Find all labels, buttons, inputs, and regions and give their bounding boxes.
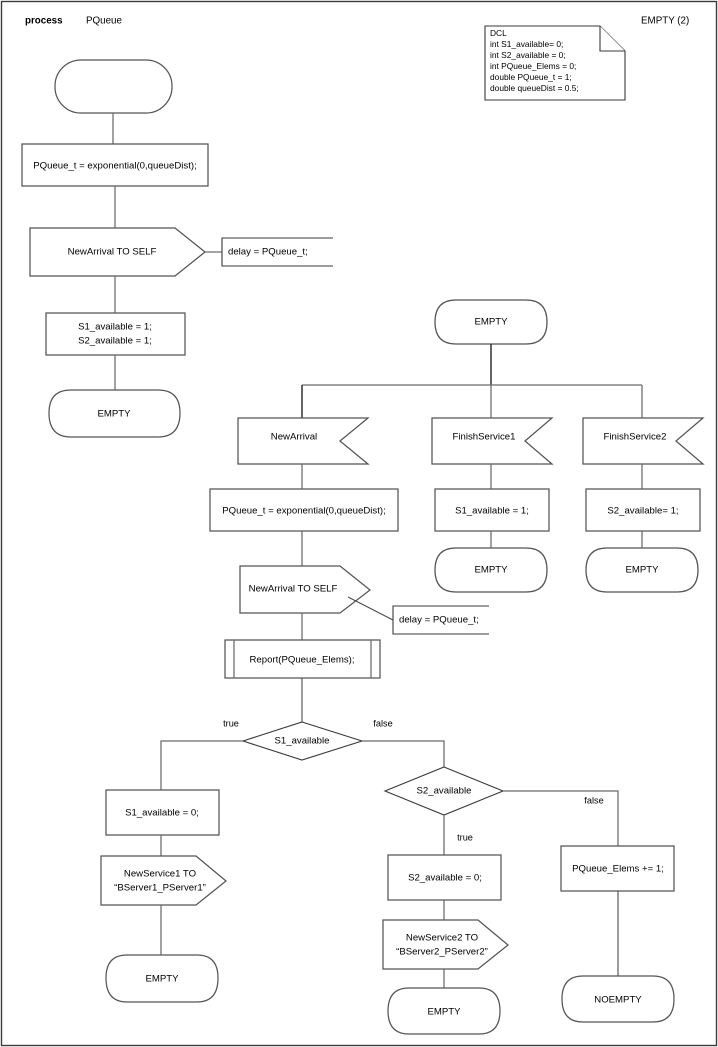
nextstate-empty-s2true-label: EMPTY (427, 1007, 461, 1018)
nextstate-empty-s1true: EMPTY (105, 954, 219, 1003)
procedure-call-report: Report(PQueue_Elems); (224, 639, 381, 679)
delay-comment-label-mid: delay = PQueue_t; (399, 615, 479, 626)
decision-s1-true-label: true (223, 718, 239, 728)
declaration-note: DCL int S1_available= 0; int S2_availabl… (484, 25, 626, 101)
nextstate-empty-finish1: EMPTY (434, 547, 548, 593)
decision-s1-available: S1_available (241, 721, 364, 761)
connector-s1-true-path (160, 740, 243, 790)
task-s2-available-one: S2_available= 1; (585, 488, 701, 532)
task-s1-available-one: S1_available = 1; (434, 488, 550, 532)
connector-s2-false-path (503, 790, 619, 846)
task-s2-available-zero: S2_available = 0; (387, 854, 502, 901)
output-newservice1-line1: NewService1 TO (124, 869, 196, 880)
task-s2-available-zero-label: S2_available = 0; (408, 873, 482, 884)
delay-comment-top: delay = PQueue_t; (221, 237, 333, 267)
output-newarrival-to-self-top: NewArrival TO SELF (29, 227, 207, 277)
task-exp-queuedist: PQueue_t = exponential(0,queueDist); (209, 488, 399, 532)
connector-to-delay-comment-mid (347, 596, 394, 621)
input-newarrival-label: NewArrival (271, 432, 317, 443)
task-s1-available-one-label: S1_available = 1; (455, 506, 529, 517)
task-init-pqueue-t: PQueue_t = exponential(0,queueDist); (21, 143, 209, 187)
decision-s2-label: S2_available (417, 786, 472, 797)
nextstate-empty-s1true-label: EMPTY (145, 974, 179, 985)
decision-s2-false-label: false (584, 795, 603, 805)
start-symbol (54, 59, 173, 114)
process-keyword: process (25, 16, 63, 27)
nextstate-noempty: NOEMPTY (561, 975, 675, 1023)
output-newarrival-label-mid: NewArrival TO SELF (249, 584, 338, 595)
task-s1-available-zero: S1_available = 0; (105, 789, 220, 836)
decision-s1-label: S1_available (275, 736, 330, 747)
dcl-line-2: int PQueue_Elems = 0; (490, 61, 576, 71)
output-newarrival-label-top: NewArrival TO SELF (68, 247, 157, 258)
input-finishservice1-label: FinishService1 (453, 432, 516, 443)
task-s1-available-zero-label: S1_available = 0; (125, 808, 199, 819)
dcl-line-4: double queueDist = 0.5; (490, 83, 579, 93)
output-newservice2-line2: “BServer2_PServer2” (396, 947, 488, 958)
output-newservice1: NewService1 TO “BServer1_PServer1” (100, 855, 227, 906)
nextstate-empty-finish2-label: EMPTY (625, 565, 659, 576)
output-newarrival-to-self-mid: NewArrival TO SELF (239, 565, 372, 614)
delay-comment-label-top: delay = PQueue_t; (228, 247, 308, 258)
dcl-title: DCL (490, 28, 507, 38)
connector-s1-false-path (362, 740, 445, 767)
dcl-line-0: int S1_available= 0; (490, 39, 563, 49)
nextstate-empty-s2true: EMPTY (387, 987, 501, 1035)
nextstate-empty-left: EMPTY (48, 389, 181, 438)
nextstate-empty-finish1-label: EMPTY (474, 565, 508, 576)
input-finishservice2: FinishService2 (582, 417, 705, 465)
task-s2-avail-line2: S2_available = 1; (78, 336, 152, 347)
nextstate-noempty-label: NOEMPTY (594, 995, 642, 1006)
output-newservice1-line2: “BServer1_PServer1” (114, 883, 206, 894)
state-empty-main: EMPTY (434, 299, 548, 345)
state-empty-main-label: EMPTY (474, 317, 508, 328)
decision-s1-false-label: false (373, 718, 392, 728)
input-newarrival: NewArrival (237, 417, 370, 465)
output-newservice2-line1: NewService2 TO (406, 933, 478, 944)
input-finishservice1: FinishService1 (431, 417, 554, 465)
task-init-label: PQueue_t = exponential(0,queueDist); (33, 161, 196, 172)
page-title: PQueue (86, 16, 123, 27)
nextstate-empty-finish2: EMPTY (585, 547, 699, 593)
task-s1-avail-line1: S1_available = 1; (78, 322, 152, 333)
task-s2-available-one-label: S2_available= 1; (607, 506, 678, 517)
state-counter-label: EMPTY (2) (641, 16, 689, 27)
decision-s2-available: S2_available (383, 766, 505, 816)
output-newservice2: NewService2 TO “BServer2_PServer2” (382, 919, 509, 970)
delay-comment-mid: delay = PQueue_t; (392, 605, 489, 635)
task-set-both-available: S1_available = 1; S2_available = 1; (45, 312, 186, 356)
task-pqueue-elems-inc: PQueue_Elems += 1; (560, 845, 675, 892)
task-pqueue-elems-inc-label: PQueue_Elems += 1; (572, 864, 664, 875)
decision-s2-true-label: true (457, 832, 473, 842)
nextstate-empty-left-label: EMPTY (97, 409, 131, 420)
dcl-line-1: int S2_available = 0; (490, 50, 566, 60)
task-exp-label: PQueue_t = exponential(0,queueDist); (222, 506, 385, 517)
input-finishservice2-label: FinishService2 (604, 432, 667, 443)
procedure-call-label: Report(PQueue_Elems); (249, 655, 354, 666)
dcl-line-3: double PQueue_t = 1; (490, 72, 572, 82)
